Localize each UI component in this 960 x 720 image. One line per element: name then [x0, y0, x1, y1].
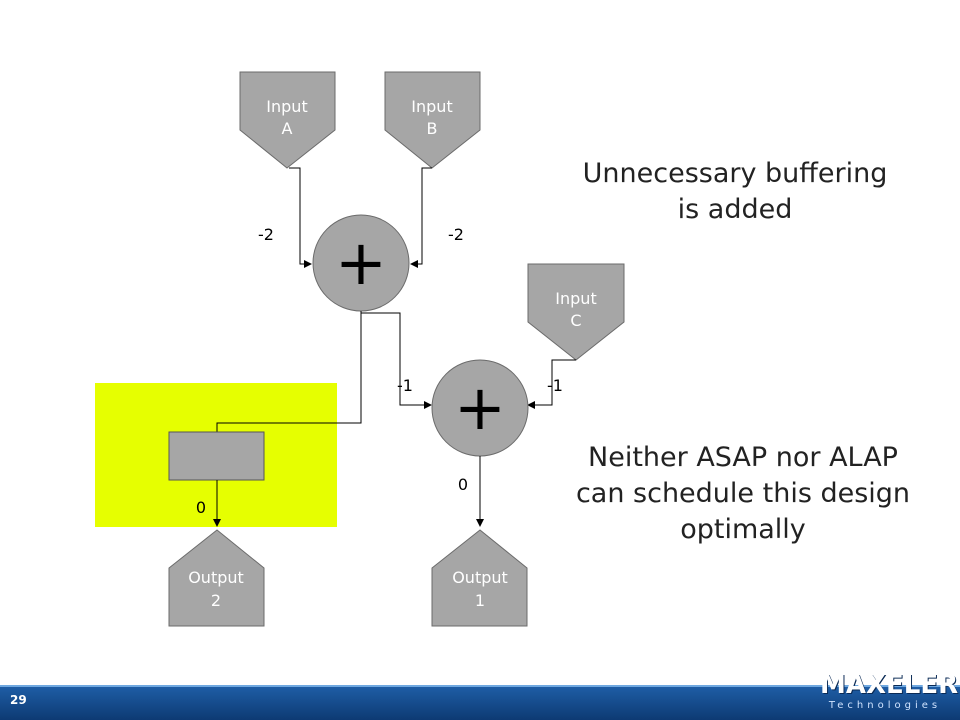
edge-label-buffer-to-output-2: 0 — [196, 498, 206, 517]
edge-label-adder-to-output-1: 0 — [458, 475, 468, 494]
edge-label-a-to-adder: -2 — [258, 225, 274, 244]
edge-adder-to-adder — [360, 311, 432, 409]
logo-word: MAXELER — [820, 670, 959, 700]
output-2-node: Output 2 — [168, 529, 265, 627]
caption-scheduling: Neither ASAP nor ALAP can schedule this … — [548, 440, 938, 548]
input-c-node: Input C — [527, 263, 625, 361]
caption-top-line2: is added — [677, 194, 793, 225]
edge-adder-to-buffer — [216, 313, 362, 432]
output-1-label-line1: Output — [452, 568, 508, 587]
maxeler-logo: MAXELER Technologies — [820, 670, 959, 718]
adder-bottom-plus-icon: + — [454, 371, 506, 444]
adder-bottom-node: + — [431, 359, 529, 457]
input-a-node: Input A — [239, 71, 336, 169]
slide-number: 29 — [10, 693, 27, 707]
adder-top-node: + — [312, 214, 410, 312]
caption-bottom-line1: Neither ASAP nor ALAP — [588, 442, 898, 473]
buffer-node — [168, 431, 265, 481]
edge-label-adder-to-adder: -1 — [397, 376, 413, 395]
caption-bottom-line3: optimally — [680, 514, 806, 545]
output-1-node: Output 1 — [431, 529, 528, 627]
caption-bottom-line2: can schedule this design — [575, 478, 911, 509]
edge-input-b-to-adder — [410, 167, 432, 268]
logo-subtitle: Technologies — [828, 700, 942, 711]
input-c-label-line1: Input — [555, 289, 596, 308]
input-b-label-line2: B — [427, 119, 438, 138]
caption-unnecessary-buffering: Unnecessary buffering is added — [540, 156, 930, 228]
edge-input-c-to-adder — [527, 359, 576, 409]
edge-label-c-to-adder: -1 — [547, 376, 563, 395]
input-b-node: Input B — [384, 71, 481, 169]
caption-top-line1: Unnecessary buffering — [582, 158, 888, 189]
input-c-label-line2: C — [570, 311, 581, 330]
output-2-label-line2: 2 — [211, 591, 221, 610]
footer-bar — [0, 685, 960, 720]
output-1-label-line2: 1 — [475, 591, 485, 610]
edge-label-b-to-adder: -2 — [448, 225, 464, 244]
input-a-label-line2: A — [282, 119, 293, 138]
input-a-label-line1: Input — [266, 97, 307, 116]
input-b-label-line1: Input — [411, 97, 452, 116]
output-2-label-line1: Output — [188, 568, 244, 587]
edge-input-a-to-adder — [289, 167, 312, 268]
adder-top-plus-icon: + — [335, 226, 387, 299]
